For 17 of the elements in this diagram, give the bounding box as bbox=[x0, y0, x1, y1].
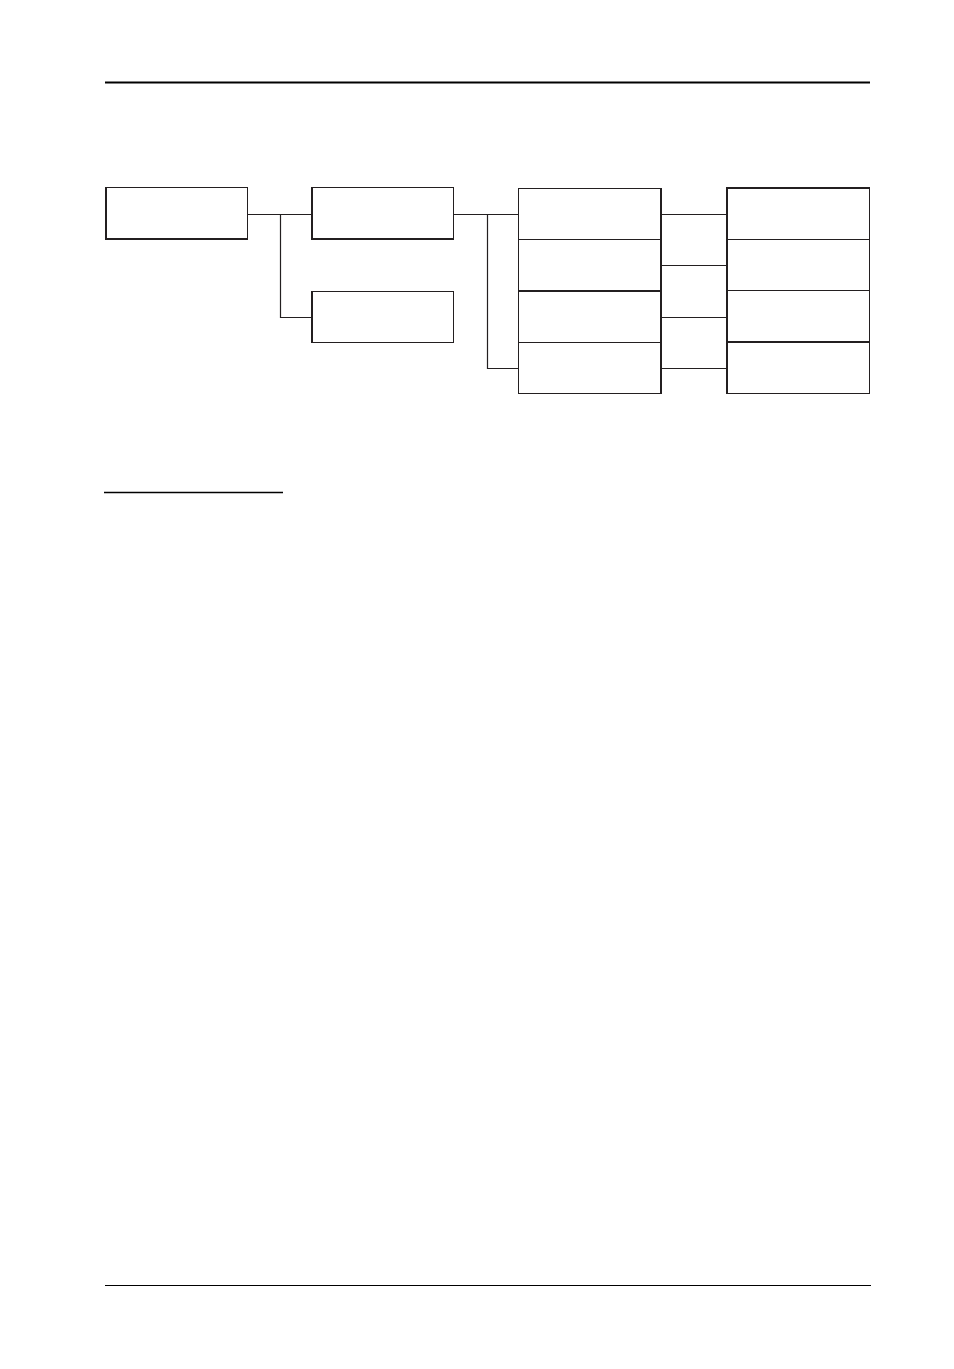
empty-box bbox=[726, 341, 870, 394]
empty-box bbox=[726, 187, 870, 240]
empty-box bbox=[105, 187, 248, 240]
connector-line bbox=[453, 213, 519, 370]
connector-line bbox=[247, 213, 312, 319]
empty-box bbox=[726, 239, 870, 291]
empty-box bbox=[726, 290, 870, 343]
connector-line bbox=[661, 367, 727, 370]
empty-box bbox=[311, 187, 454, 240]
connector-line bbox=[661, 264, 727, 267]
empty-box bbox=[518, 188, 662, 240]
empty-box bbox=[518, 290, 662, 343]
empty-box bbox=[518, 342, 662, 394]
empty-box bbox=[518, 239, 662, 291]
empty-box bbox=[311, 291, 454, 343]
connector-line bbox=[661, 316, 727, 319]
connector-line bbox=[661, 213, 727, 216]
